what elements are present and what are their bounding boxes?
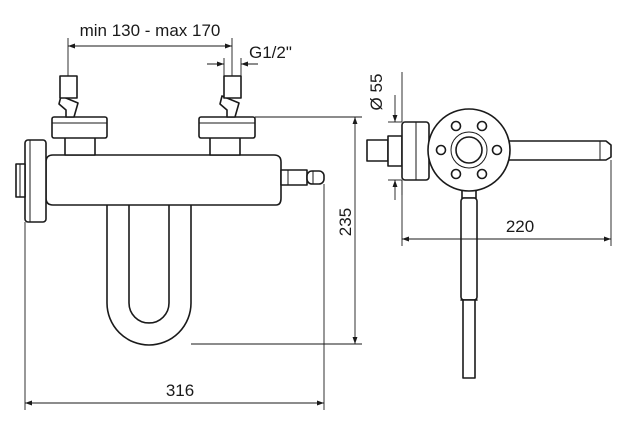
right-inlet-pipe: [223, 75, 242, 99]
spacing-dimension: min 130 - max 170: [67, 21, 233, 76]
width-dimension: 316: [24, 184, 325, 410]
side-inlet-nut: [387, 135, 403, 167]
side-flange-bolts: [435, 120, 503, 180]
left-riser: [64, 137, 96, 156]
side-flange-ring: [450, 131, 488, 169]
depth-label: 220: [506, 217, 534, 236]
front-view: [15, 75, 325, 346]
width-label: 316: [166, 381, 194, 400]
left-handle-knob: [24, 139, 47, 223]
thread-dimension: G1/2": [207, 43, 292, 76]
depth-dimension: 220: [401, 160, 612, 246]
u-tube-inner: [128, 204, 170, 324]
right-riser: [209, 137, 241, 156]
height-dimension: 235: [191, 116, 362, 345]
side-view: [366, 108, 612, 379]
left-inlet-pipe: [59, 75, 78, 99]
mixer-body: [45, 154, 282, 206]
left-nut: [51, 116, 108, 139]
right-nut: [198, 116, 256, 139]
thread-label: G1/2": [249, 43, 292, 62]
height-label: 235: [336, 208, 355, 236]
side-shower-handle: [460, 197, 478, 301]
diameter-label: Ø 55: [367, 74, 386, 111]
side-flange-center: [455, 136, 483, 164]
side-spout: [504, 140, 612, 161]
side-inlet-stub: [366, 139, 389, 162]
outlet-tip: [306, 170, 325, 185]
right-eccentric: [219, 95, 240, 118]
side-shower-hose: [462, 299, 476, 379]
spacing-label: min 130 - max 170: [80, 21, 221, 40]
outlet-spout: [280, 169, 308, 186]
diameter-dimension: Ø 55: [367, 72, 403, 200]
left-eccentric: [58, 95, 79, 118]
u-tube-outer: [106, 204, 192, 346]
